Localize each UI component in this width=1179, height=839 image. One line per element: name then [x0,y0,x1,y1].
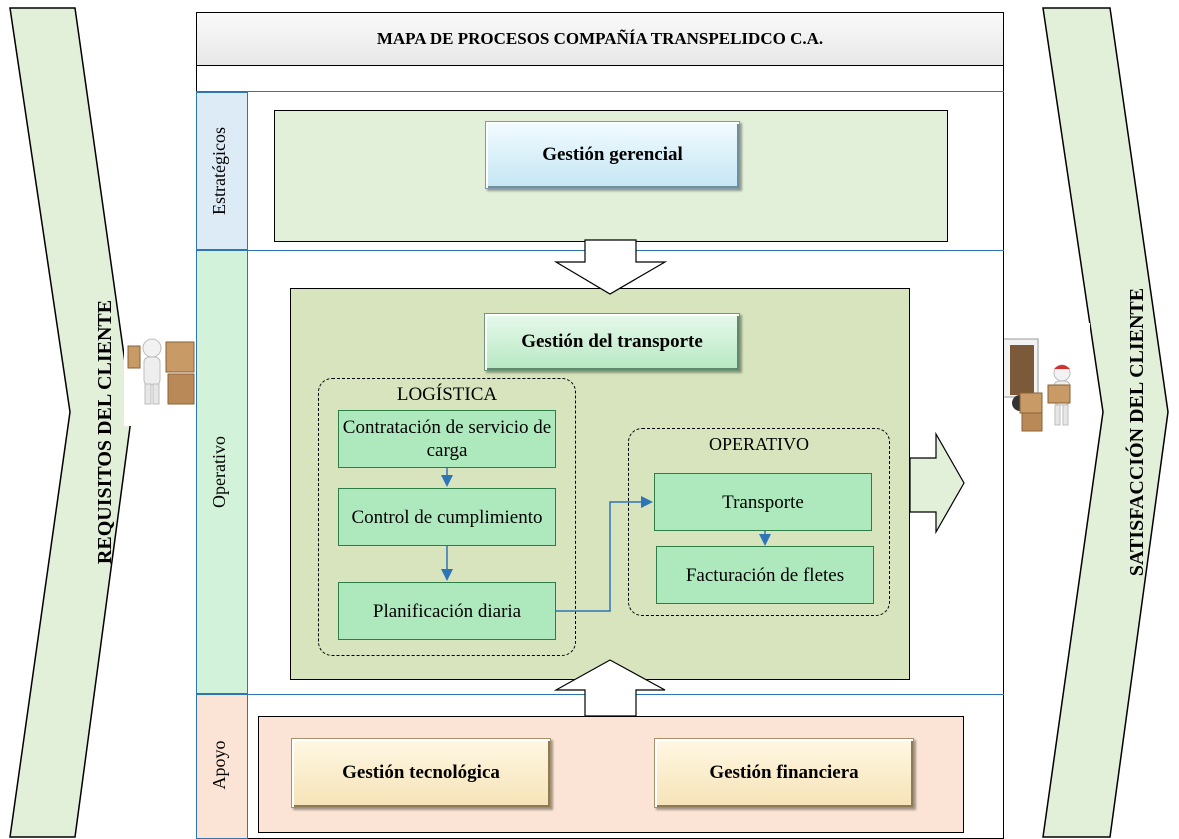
title-spacer [196,66,1004,92]
connector-planificacion-transporte [556,496,653,612]
page-title: MAPA DE PROCESOS COMPAÑÍA TRANSPELIDCO C… [196,12,1004,66]
operativo-group [628,428,890,616]
satisfaccion-arrow-shape [1042,7,1169,838]
down-arrow-strategic [553,239,668,295]
operativo-step: Transporte [654,473,872,531]
logistica-step: Control de cumplimiento [338,488,556,546]
operative-band [196,250,248,694]
logistica-title: LOGÍSTICA [396,384,498,405]
support-band [196,694,248,839]
logistica-group [318,378,576,656]
customer-boxes-image [124,322,196,426]
logistica-step: Planificación diaria [338,582,556,640]
strategic-band [196,92,248,250]
operativo-step: Facturación de fletes [656,546,874,604]
up-arrow-support [553,659,666,717]
output-arrow [909,431,965,535]
logistica-step: Contratación de servicio de carga [338,410,556,468]
gestion-financiera-box: Gestión financiera [654,738,914,808]
gestion-transporte-box: Gestión del transporte [484,313,740,371]
gestion-gerencial-box: Gestión gerencial [485,121,740,189]
operativo-title: OPERATIVO [708,434,809,454]
requisitos-arrow-shape [9,7,133,838]
gestion-tecnologica-box: Gestión tecnológica [291,738,551,808]
